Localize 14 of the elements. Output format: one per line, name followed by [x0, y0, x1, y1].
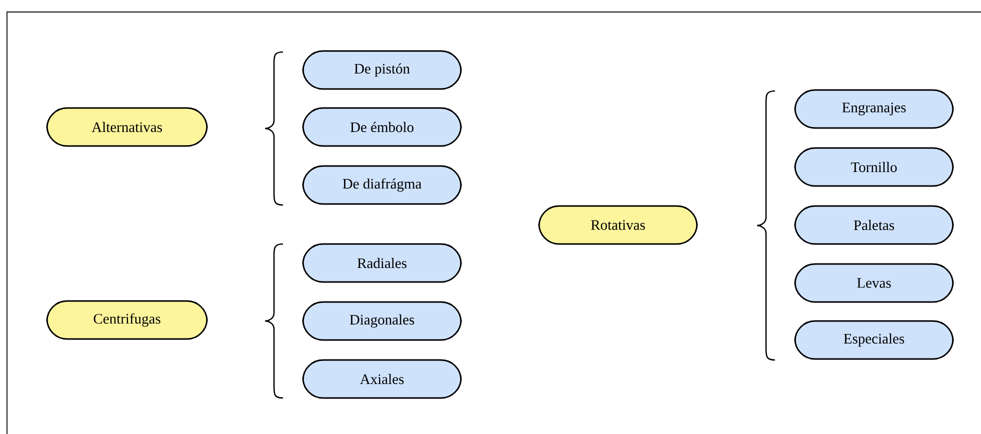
category-pill: Levas [794, 263, 954, 303]
category-pill: De émbolo [302, 107, 462, 147]
category-pill: De diafrágma [302, 165, 462, 205]
category-pill: Paletas [794, 205, 954, 245]
category-pill: Engranajes [794, 89, 954, 129]
category-pill: Tornillo [794, 147, 954, 187]
category-pill: Centrifugas [46, 300, 208, 340]
category-pill: Diagonales [302, 301, 462, 341]
category-pill: Rotativas [538, 205, 698, 245]
category-pill: Alternativas [46, 107, 208, 147]
category-pill: Axiales [302, 359, 462, 399]
category-pill: De pistón [302, 50, 462, 90]
category-pill: Radiales [302, 243, 462, 283]
category-pill: Especiales [794, 320, 954, 360]
